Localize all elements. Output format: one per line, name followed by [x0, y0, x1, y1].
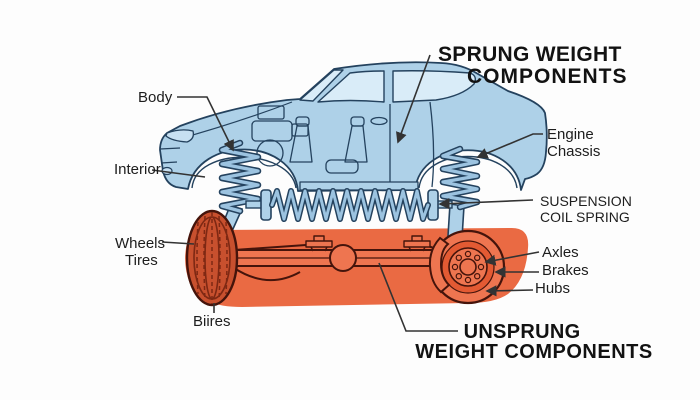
biires-label: Biires: [193, 313, 231, 330]
unsprung-title-line2: WEIGHT COMPONENTS: [415, 341, 653, 363]
chassis-label: Chassis: [547, 143, 601, 160]
brakes-label: Brakes: [542, 262, 589, 279]
body-label: Body: [138, 89, 173, 106]
leader-lines: [151, 54, 543, 332]
front-side-window: [317, 70, 385, 103]
headlight: [165, 129, 195, 143]
axles-label: Axles: [542, 244, 579, 261]
engine-chassis-leader-line: [476, 133, 543, 159]
sprung-title-line1: SPRUNG WEIGHT: [438, 43, 622, 66]
windshield: [299, 69, 344, 102]
sprung-title-leader-line: [396, 54, 431, 144]
lug-nuts: [451, 250, 485, 284]
suspension-label-line2: COIL SPRING: [540, 209, 630, 225]
wheels-label: Wheels: [115, 235, 166, 252]
door-line: [389, 101, 435, 188]
unsprung-title-leader-line: [378, 262, 458, 332]
suspension-coil-spring: [245, 188, 453, 222]
differential: [329, 244, 357, 272]
rear-side-window: [392, 70, 477, 103]
hubs-label: Hubs: [535, 280, 571, 297]
rear-fender-arch: [418, 155, 518, 189]
door-handle: [370, 116, 388, 126]
suspension-leader-line: [438, 197, 534, 210]
interior-leader-line: [151, 169, 206, 178]
seat-detail: [289, 116, 368, 174]
tires-label: Tires: [125, 252, 158, 269]
hubs-leader-line: [485, 285, 534, 297]
unsprung-title-line1: UNSPRUNG: [463, 321, 581, 343]
body-leader-line: [177, 96, 234, 152]
tire: [185, 209, 239, 307]
axles-leader-line: [484, 251, 540, 266]
car-body-shape: [159, 61, 548, 192]
sprung-title-line2: COMPONENTS: [467, 65, 628, 88]
brake-caliper: [428, 236, 451, 294]
brake-hub: [428, 229, 506, 305]
wheels-leader-line: [161, 241, 195, 245]
interior-label: Interior: [114, 161, 161, 178]
suspension-label-line1: SUSPENSION: [540, 193, 632, 209]
rear-coil-spring: [439, 145, 481, 211]
engine-label: Engine: [547, 126, 594, 143]
